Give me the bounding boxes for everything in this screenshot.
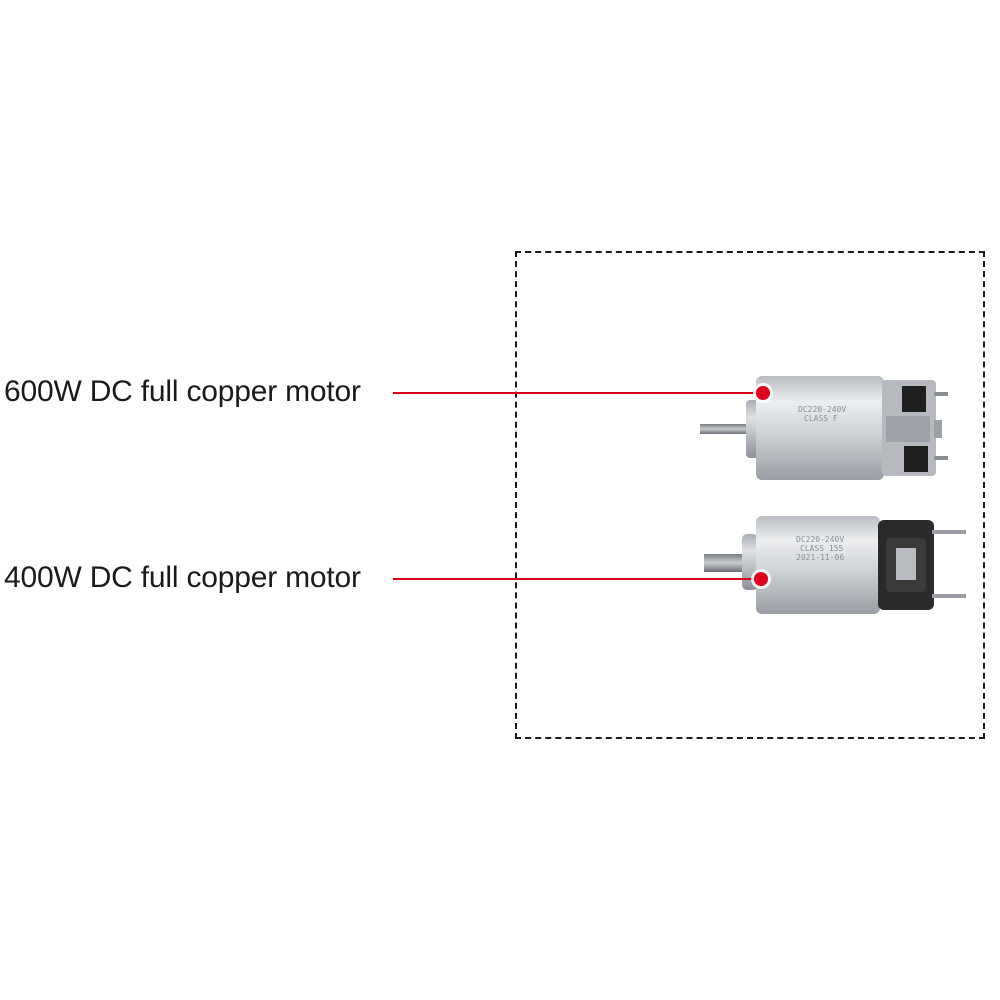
motor-600w: DC220-240V CLASS F — [700, 376, 948, 480]
motors-illustration: DC220-240V CLASS F DC220-240V CLASS 155 … — [700, 376, 966, 614]
motor-600w-stamp-line2: CLASS F — [804, 414, 838, 423]
motor-600w-stamp-line1: DC220-240V — [798, 405, 846, 414]
leader-line-600w — [393, 392, 765, 394]
leader-line-400w — [393, 578, 761, 580]
motor-400w-stamp-line2: CLASS 155 — [800, 544, 844, 553]
motor-400w: DC220-240V CLASS 155 2021-11-06 — [704, 516, 966, 614]
label-400w-motor: 400W DC full copper motor — [4, 561, 361, 594]
motor-400w-stamp-line3: 2021-11-06 — [796, 553, 844, 562]
label-600w-motor: 600W DC full copper motor — [4, 375, 361, 408]
motor-400w-stamp-line1: DC220-240V — [796, 535, 844, 544]
marker-dot-600w — [756, 386, 770, 400]
product-frame — [515, 251, 985, 739]
marker-dot-400w — [754, 572, 768, 586]
